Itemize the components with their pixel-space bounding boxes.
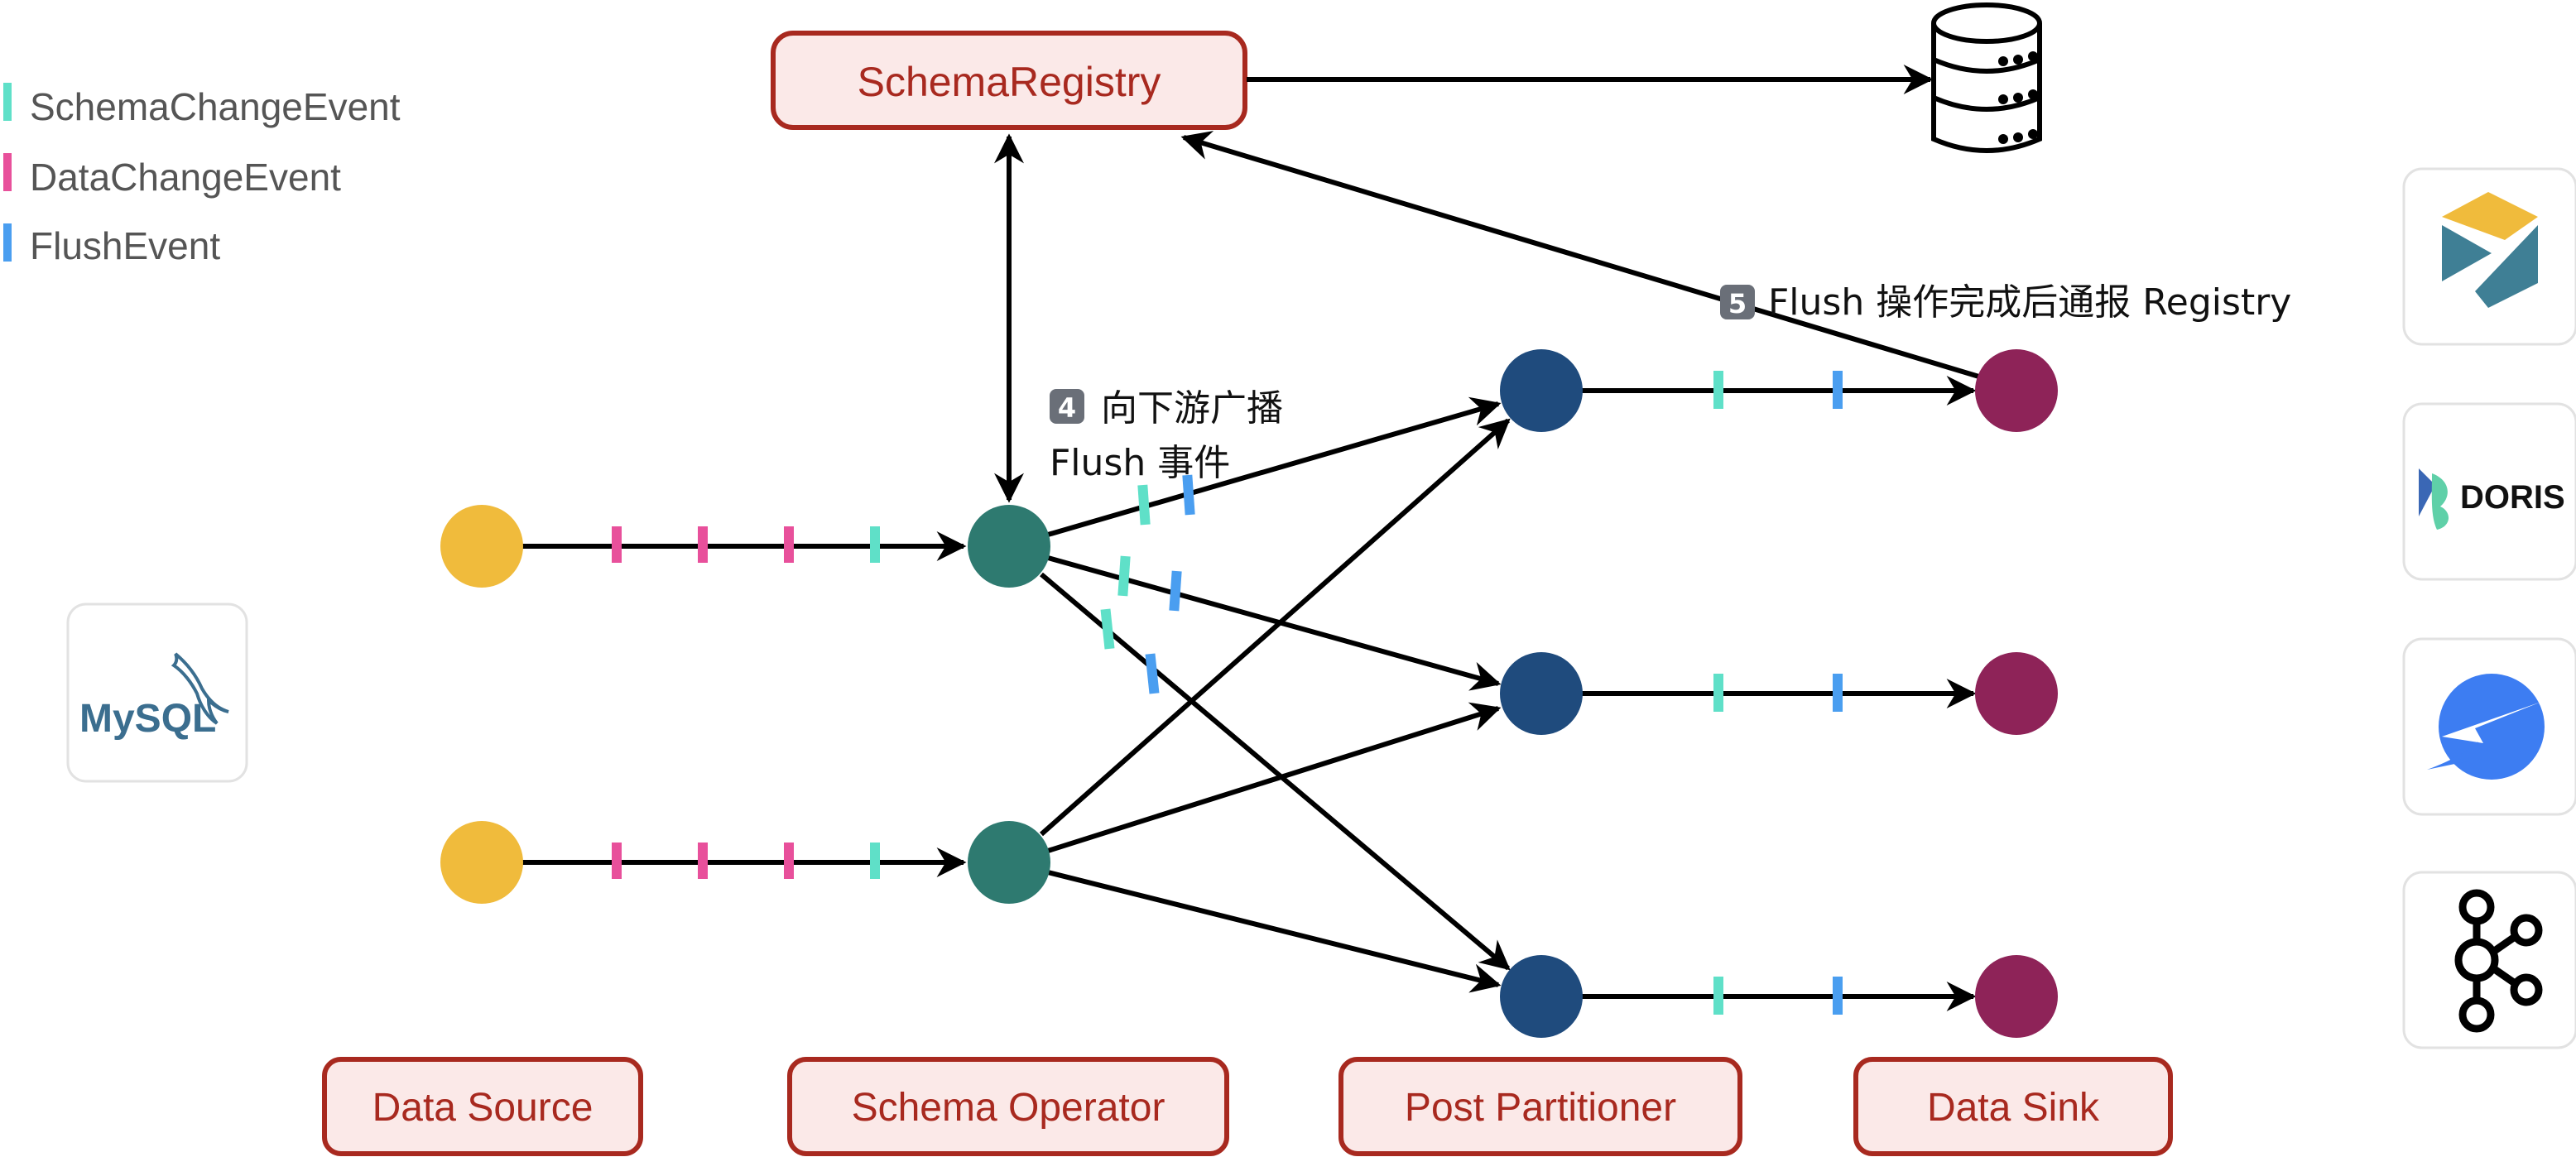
legend-data-change-label: DataChangeEvent [30,156,341,199]
source-node-2 [440,821,523,904]
step5-badge: 5 [1728,288,1747,319]
step4-line2: Flush 事件 [1050,442,1230,484]
flush-marker [1833,674,1843,712]
partitioner-node-3 [1500,955,1583,1038]
operator1-to-partitioner1-arrow [1047,396,1502,537]
stage-label-partitioner-text: Post Partitioner [1405,1086,1676,1130]
step4-line1: 向下游广播 [1101,387,1283,430]
starrocks-logo [2402,637,2576,816]
stage-label-source-text: Data Source [372,1086,594,1130]
operator-node-1 [968,505,1050,588]
database-icon [1931,2,2042,153]
data-change-marker [784,843,794,879]
sink-node-3 [1975,955,2058,1038]
data-change-marker [612,526,622,563]
legend-flush-label: FlushEvent [30,224,220,267]
operator-node-2 [968,821,1050,904]
partitioner-node-2 [1500,652,1583,735]
source2-event-markers [612,843,880,879]
data-change-marker [784,526,794,563]
step5-annotation: 5 Flush 操作完成后通报 Registry [1720,281,2291,324]
data-change-marker [612,843,622,879]
step4-annotation: 4 向下游广播 Flush 事件 [1050,387,1283,484]
data-change-marker [698,843,708,879]
schema-registry-box: SchemaRegistry [771,31,1247,130]
source1-event-markers [612,526,880,563]
sink-line-markers [1713,371,1843,1015]
stage-label-partitioner: Post Partitioner [1338,1057,1742,1156]
operator1-to-partitioner2-arrow [1047,555,1502,691]
legend-flush-swatch [3,223,12,262]
data-change-marker [698,526,708,563]
schema-change-marker [870,526,880,563]
step5-badge-box [1720,285,1755,319]
legend: SchemaChangeEvent DataChangeEvent FlushE… [3,83,401,267]
schema-change-marker [1713,674,1723,712]
sink-node-2 [1975,652,2058,735]
flush-marker [1169,570,1182,612]
legend-data-change-swatch [3,153,12,191]
stage-label-operator: Schema Operator [787,1057,1229,1156]
legend-schema-change-swatch [3,83,12,121]
operator2-to-partitioner3-arrow [1047,870,1502,993]
schema-change-marker [1713,977,1723,1015]
schema-registry-label: SchemaRegistry [858,59,1161,105]
dolphin-icon [171,652,229,725]
mysql-logo-text: MySQL [79,697,216,741]
schema-change-marker [1137,484,1151,526]
partitioner-node-1 [1500,349,1583,432]
step4-badge: 4 [1058,392,1076,424]
step4-badge-box [1050,389,1084,424]
legend-schema-change-label: SchemaChangeEvent [30,85,401,128]
flush-marker [1833,977,1843,1015]
operator2-to-partitioner1-arrow [1040,418,1511,837]
flush-marker [1182,474,1195,516]
operator2-to-partitioner2-arrow [1047,702,1502,853]
kafka-logo [2402,871,2576,1049]
seatunnel-logo [2402,167,2576,346]
step5-text: Flush 操作完成后通报 Registry [1768,281,2291,324]
doris-logo: DORIS [2402,402,2576,581]
doris-logo-text: DORIS [2460,479,2565,516]
schema-change-marker [1100,608,1115,650]
schema-change-marker [870,843,880,879]
flush-marker [1833,371,1843,409]
stage-label-sink: Data Sink [1853,1057,2173,1156]
schema-change-marker [1713,371,1723,409]
stage-label-source: Data Source [322,1057,643,1156]
sink-to-registry-arrow [1180,131,1982,380]
source-node-1 [440,505,523,588]
flush-marker [1145,653,1160,694]
sink-node-1 [1975,349,2058,432]
mysql-logo: MySQL [66,603,248,783]
operator1-fanout-markers [1100,474,1195,694]
schema-change-marker [1117,555,1131,597]
stage-label-sink-text: Data Sink [1927,1086,2100,1130]
operator1-to-partitioner3-arrow [1040,572,1511,971]
stage-label-operator-text: Schema Operator [852,1086,1165,1130]
